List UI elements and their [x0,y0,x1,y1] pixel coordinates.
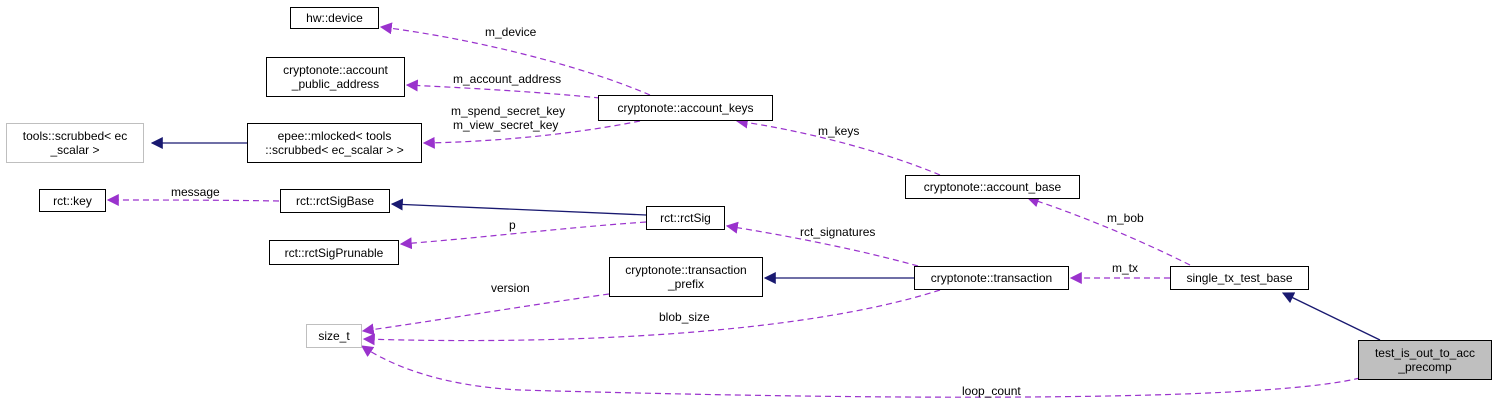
node-epee-mlocked-label: epee::mlocked< tools ::scrubbed< ec_scal… [265,129,404,157]
edge-inherit-test-to-single-tx [1281,292,1381,341]
node-single-tx-test-base-label: single_tx_test_base [1186,271,1293,285]
edge-use-m-account-address [405,79,601,99]
edge-use-blob-size [362,289,941,346]
node-account-base-label: cryptonote::account_base [923,180,1062,194]
node-transaction-label: cryptonote::transaction [930,271,1053,285]
edge-label-loop-count: loop_count [962,384,1021,398]
edge-label-rct-signatures: rct_signatures [800,225,875,239]
edge-label-p: p [509,218,516,232]
node-test-is-out-to-acc-precomp-label: test_is_out_to_acc _precomp [1374,346,1476,374]
node-test-is-out-to-acc-precomp: test_is_out_to_acc _precomp [1358,340,1492,380]
edge-label-m-spend-secret-key: m_spend_secret_key [451,104,565,118]
edge-label-m-keys: m_keys [818,124,859,138]
edge-use-version [361,293,610,336]
edge-use-loop-count [361,345,1361,398]
node-rct-sig-label: rct::rctSig [660,211,711,225]
node-hw-device-label: hw::device [306,11,363,25]
edge-label-m-bob: m_bob [1107,211,1144,225]
node-rct-sig[interactable]: rct::rctSig [646,206,725,230]
edge-use-secret-keys [422,120,641,149]
node-size-t[interactable]: size_t [306,324,362,348]
edge-use-rct-signatures [725,221,919,267]
edge-label-m-view-secret-key: m_view_secret_key [453,118,558,132]
edge-label-message: message [171,185,220,199]
edge-label-m-account-address: m_account_address [453,72,561,86]
node-account-keys[interactable]: cryptonote::account_keys [598,95,773,121]
node-single-tx-test-base[interactable]: single_tx_test_base [1170,266,1309,290]
node-rct-sig-prunable[interactable]: rct::rctSigPrunable [269,240,399,265]
node-transaction-prefix-label: cryptonote::transaction _prefix [625,263,747,291]
node-size-t-label: size_t [318,329,350,343]
node-rct-sig-base[interactable]: rct::rctSigBase [280,189,390,213]
edge-label-m-device: m_device [485,25,537,39]
node-account-public-address-label: cryptonote::account _public_address [283,63,388,91]
edge-use-m-keys [735,116,941,176]
node-rct-key-label: rct::key [53,193,92,208]
node-rct-sig-base-label: rct::rctSigBase [295,194,375,208]
edge-label-m-tx: m_tx [1112,261,1138,275]
node-epee-mlocked[interactable]: epee::mlocked< tools ::scrubbed< ec_scal… [247,123,422,163]
node-account-keys-label: cryptonote::account_keys [617,101,754,115]
node-account-base[interactable]: cryptonote::account_base [905,175,1080,199]
node-transaction-prefix[interactable]: cryptonote::transaction _prefix [609,257,763,297]
node-tools-scrubbed[interactable]: tools::scrubbed< ec _scalar > [6,123,144,163]
edge-use-m-device [379,22,651,96]
edge-use-message [106,194,280,207]
node-rct-sig-prunable-label: rct::rctSigPrunable [284,245,384,260]
edge-label-blob-size: blob_size [659,310,710,324]
node-transaction[interactable]: cryptonote::transaction [914,266,1069,290]
node-account-public-address[interactable]: cryptonote::account _public_address [266,57,405,97]
edge-use-m-bob [1026,195,1191,266]
edge-inherit-rctsig-to-rctsigbase [390,198,647,216]
node-rct-key[interactable]: rct::key [39,189,106,212]
edge-label-version: version [491,281,530,295]
edge-use-p [399,221,647,250]
node-hw-device[interactable]: hw::device [290,7,379,29]
node-tools-scrubbed-label: tools::scrubbed< ec _scalar > [22,129,128,157]
